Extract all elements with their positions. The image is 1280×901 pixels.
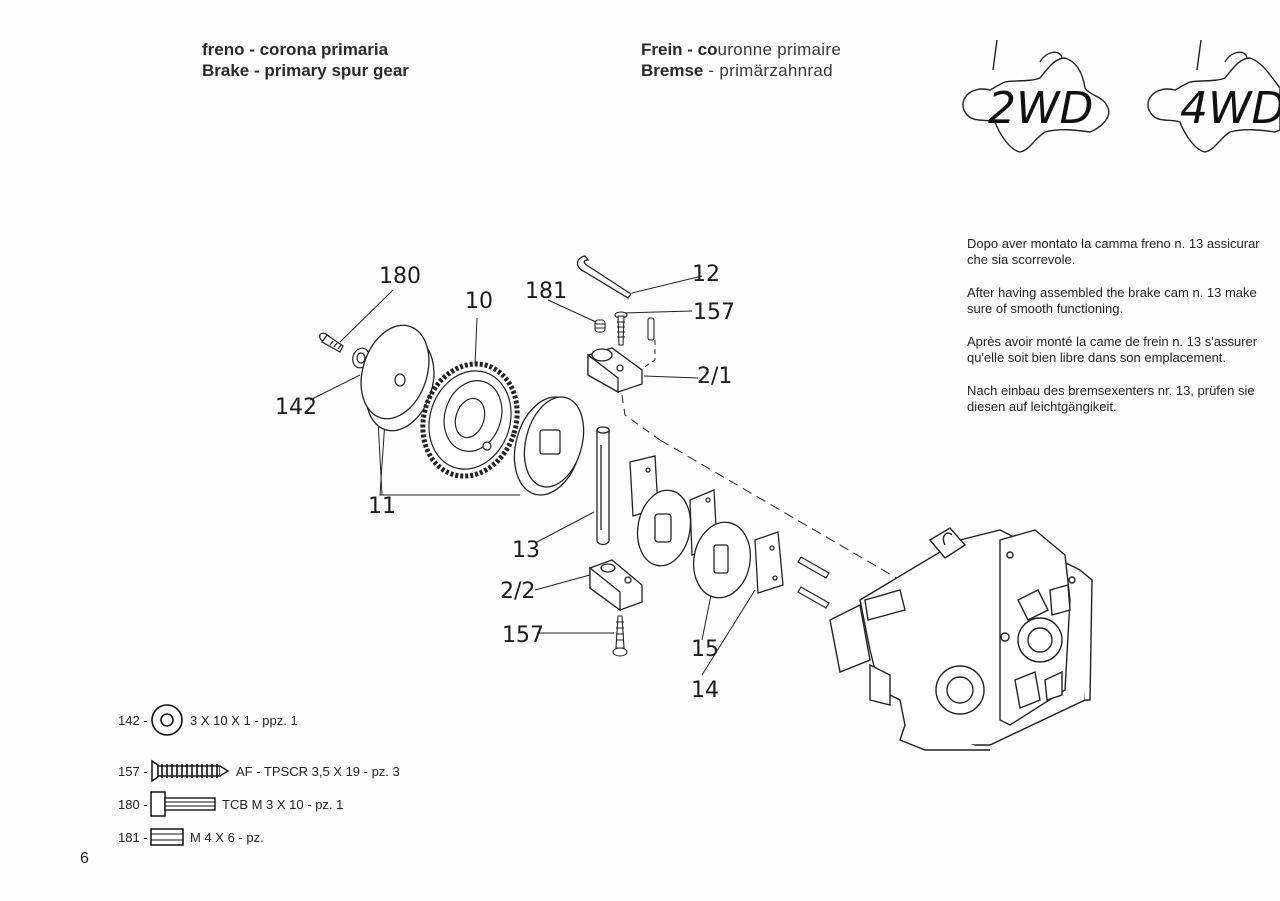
title-german: Bremse - primärzahnrad: [641, 61, 833, 80]
part-181-grub-screw: [594, 319, 606, 333]
badge-4wd-label: 4WD: [1180, 83, 1280, 134]
part-15-friction-disc: [692, 521, 752, 599]
callout-180: 180: [379, 264, 421, 289]
header-right: Frein - couronne primaire Bremse - primä…: [641, 39, 841, 81]
legend-row-142: 142 - 3 X 10 X 1 - ppz. 1: [118, 704, 298, 736]
badge-4wd: 4WD: [1147, 39, 1280, 153]
note-italian: Dopo aver montato la camma freno n. 13 a…: [967, 236, 1260, 267]
callout-2-1: 2/1: [697, 364, 732, 389]
part-12-spring-pin: [576, 255, 632, 299]
part-11-brake-disc-rear: [513, 396, 585, 496]
callout-10: 10: [465, 289, 493, 314]
part-2-2-cam-block: [589, 559, 643, 612]
callout-2-2: 2/2: [500, 579, 535, 604]
legend-row-157: 157 - AF - TPSCR 3,5 X 19 - pz. 3: [118, 756, 400, 786]
part-2-1-cam-block: [587, 347, 643, 394]
callout-157-top: 157: [693, 300, 735, 325]
note-french: Après avoir monté la came de frein n. 13…: [967, 334, 1258, 365]
callout-12: 12: [692, 262, 720, 287]
badge-2wd-label: 2WD: [988, 83, 1093, 134]
note-english: After having assembled the brake cam n. …: [967, 285, 1257, 316]
gearbox-housing: [829, 527, 1093, 751]
part-157-screw-top: [614, 311, 655, 346]
callout-181: 181: [525, 279, 567, 304]
callout-157-bottom: 157: [502, 623, 544, 648]
self-tapping-screw-icon: [151, 759, 230, 783]
note-german: Nach einbau des bremsexenters nr. 13, pr…: [967, 383, 1255, 414]
part-14-brake-plate: [754, 531, 784, 594]
cap-screw-icon: [150, 791, 216, 817]
part-11-brake-disc: [360, 324, 435, 432]
assembly-notes: Dopo aver montato la camma freno n. 13 a…: [967, 236, 1280, 432]
callout-14: 14: [691, 678, 719, 703]
guide-pins: [797, 556, 830, 609]
brake-friction-disc: [636, 489, 692, 567]
legend-row-181: 181 - M 4 X 6 - pz.: [118, 822, 264, 852]
washer-icon: [151, 704, 183, 736]
legend-row-180: 180 - TCB M 3 X 10 - pz. 1: [118, 789, 343, 819]
callout-142: 142: [275, 395, 317, 420]
callout-11: 11: [368, 494, 396, 519]
title-english: Brake - primary spur gear: [202, 61, 409, 80]
callout-15: 15: [691, 637, 719, 662]
part-157-screw-bottom: [612, 615, 628, 657]
title-french: Frein - couronne primaire: [641, 40, 842, 59]
header-left: freno - corona primaria Brake - primary …: [202, 39, 409, 81]
badge-2wd: 2WD: [962, 39, 1110, 153]
page-number: 6: [80, 850, 89, 867]
part-10-primary-gear: [420, 361, 520, 479]
part-180-cap-screw: [318, 332, 344, 353]
callout-13: 13: [512, 538, 540, 563]
grub-screw-icon: [150, 828, 184, 846]
part-13-brake-cam-shaft: [596, 426, 610, 546]
title-italian: freno - corona primaria: [202, 40, 389, 59]
